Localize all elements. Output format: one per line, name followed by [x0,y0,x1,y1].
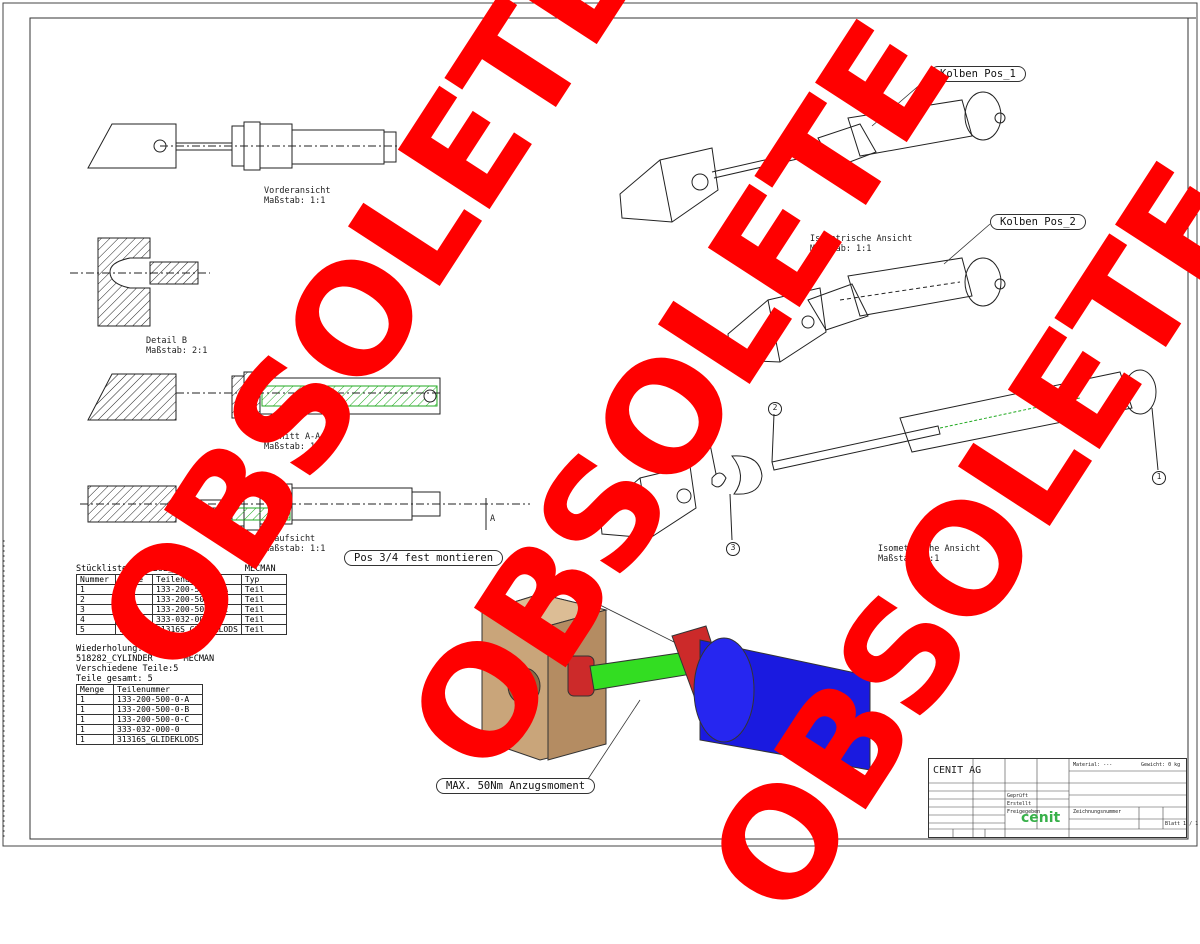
title-block: CENIT AG Material: --- Gewicht: 0 kg Gep… [928,758,1198,838]
title-block-grid [929,759,1186,837]
repeat-cell: 1 [76,714,114,725]
callout-piston-pos1: Kolben Pos_1 [930,66,1026,82]
repeat-distinct-parts: Verschiedene Teile:5 [76,664,179,674]
technical-drawing [2,2,1198,847]
isometric-view-1 [619,91,1006,223]
bom-cell: 1 [115,624,153,635]
detail-b-view [70,237,210,327]
iso-view-scale: Maßstab: 1:1 [810,244,872,254]
exploded-isometric-view [599,369,1159,541]
section-marker: A [490,514,496,524]
repeat-total-parts: Teile gesamt: 5 [76,674,153,684]
detail-b-scale: Maßstab: 2:1 [146,346,208,356]
section-aa-view [87,371,441,423]
sheet-field: Blatt 1 / 1 [1165,821,1199,827]
company-name: CENIT AG [933,765,982,776]
repeat-assembly: 518282_CYLINDER MECMAN [76,654,215,664]
repeat-cell: 133-200-500-0-B [113,704,203,715]
front-view [87,121,400,171]
top-view-scale: Maßstab: 1:1 [264,544,326,554]
balloon-2: 2 [768,402,782,416]
balloon-1: 1 [1152,471,1166,485]
repeat-col-qty: Menge [76,684,114,695]
released-field: Freigegeben [1007,809,1041,815]
weight-field: Gewicht: 0 kg [1141,762,1181,768]
callout-piston-pos2: Kolben Pos_2 [990,214,1086,230]
repeat-title: Wiederholung: [76,644,143,654]
repeat-cell: 333-032-000-0 [113,724,203,735]
bom-title: Stückliste: 518282_CYLINDER MECMAN [76,564,276,574]
detail-b-title: Detail B [146,336,187,346]
section-aa-title: Schnitt A-A [264,432,321,442]
cenit-logo: cenit [1021,810,1061,826]
material-field: Material: --- [1073,762,1113,768]
repeat-cell: 1 [76,704,114,715]
colored-render [480,593,871,771]
inner-frame [29,17,1189,840]
repeat-cell: 1 [76,724,114,735]
front-view-scale: Maßstab: 1:1 [264,196,326,206]
iso-view-title-2: Isometrische Ansicht [878,544,981,554]
top-view-title: Draufsicht [264,534,316,544]
repeat-cell: 133-200-500-0-A [113,694,203,705]
balloon-4: 4 [698,402,712,416]
callout-pos34: Pos 3/4 fest montieren [344,550,504,566]
created-field: Erstellt [1007,801,1032,807]
front-view-title: Vorderansicht [264,186,331,196]
bom-cell: Teil [240,624,287,635]
reviewed-field: Geprüft [1007,793,1029,799]
repeat-cell: 1 [76,694,114,705]
callout-torque: MAX. 50Nm Anzugsmoment [436,778,596,794]
repeat-cell: 31316S_GLIDEKLODS [113,734,203,745]
repeat-cell: 133-200-500-0-C [113,714,203,725]
iso-view-title: Isometrische Ansicht [810,234,913,244]
section-aa-scale: Maßstab: 1:1 [264,442,326,452]
top-view [80,477,530,531]
outer-frame [2,2,1198,847]
balloon-3: 3 [726,542,740,556]
repeat-cell: 1 [76,734,114,745]
isometric-view-2 [727,257,1006,363]
drawing-number-field: Zeichnungsnummer [1073,809,1122,815]
bom-header-row: Nummer Menge Teilenummer Typ [76,574,287,585]
iso-view-scale-2: Maßstab: 1:1 [878,554,940,564]
